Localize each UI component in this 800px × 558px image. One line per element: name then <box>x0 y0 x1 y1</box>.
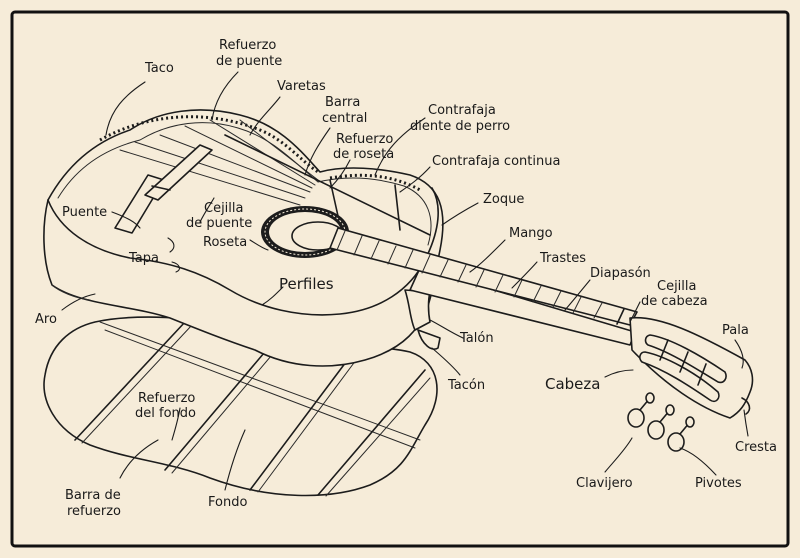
label-pivotes: Pivotes <box>695 476 742 491</box>
label-tapa: Tapa <box>128 251 159 266</box>
label-perfiles: Perfiles <box>279 275 334 293</box>
label-aro: Aro <box>35 312 57 327</box>
label-pala: Pala <box>722 323 749 338</box>
label-puente: Puente <box>62 205 107 220</box>
label-contrafaja-diente-2: diente de perro <box>410 119 510 134</box>
label-cejilla-de-cabeza-2: de cabeza <box>641 294 708 309</box>
label-mango: Mango <box>509 226 553 241</box>
tuning-pegs <box>627 392 695 452</box>
label-contrafaja-continua: Contrafaja continua <box>432 154 560 169</box>
label-clavijero: Clavijero <box>576 476 633 491</box>
label-cejilla-de-puente-1: Cejilla <box>204 201 244 216</box>
leader-lines <box>61 71 749 491</box>
label-talon: Talón <box>459 331 494 346</box>
fan-bracing <box>119 119 431 236</box>
label-refuerzo-del-fondo-2: del fondo <box>135 406 196 421</box>
neck <box>329 227 638 350</box>
label-contrafaja-diente-1: Contrafaja <box>428 103 496 118</box>
diagram-frame <box>10 10 790 548</box>
labels: Taco Refuerzo de puente Varetas Barra ce… <box>35 38 777 519</box>
headstock <box>629 316 754 419</box>
label-barra-de-refuerzo-2: refuerzo <box>67 504 121 519</box>
label-diapason: Diapasón <box>590 266 651 281</box>
label-barra-de-refuerzo-1: Barra de <box>65 488 121 503</box>
label-refuerzo-de-puente-1: Refuerzo <box>219 38 276 53</box>
label-cresta: Cresta <box>735 440 777 455</box>
label-cabeza: Cabeza <box>545 375 600 393</box>
label-cejilla-de-cabeza-1: Cejilla <box>657 279 697 294</box>
label-refuerzo-de-puente-2: de puente <box>216 54 282 69</box>
label-barra-central-2: central <box>322 111 367 126</box>
label-tacon: Tacón <box>447 378 485 393</box>
label-roseta: Roseta <box>203 235 247 250</box>
label-refuerzo-del-fondo-1: Refuerzo <box>138 391 195 406</box>
label-cejilla-de-puente-2: de puente <box>186 216 252 231</box>
label-refuerzo-de-roseta-2: de roseta <box>333 147 394 162</box>
label-refuerzo-de-roseta-1: Refuerzo <box>336 132 393 147</box>
rosette <box>261 206 349 258</box>
label-trastes: Trastes <box>539 251 586 266</box>
label-barra-central-1: Barra <box>325 95 360 110</box>
label-taco: Taco <box>144 61 174 76</box>
label-fondo: Fondo <box>208 495 247 510</box>
label-zoque: Zoque <box>483 192 524 207</box>
label-varetas: Varetas <box>277 79 326 94</box>
